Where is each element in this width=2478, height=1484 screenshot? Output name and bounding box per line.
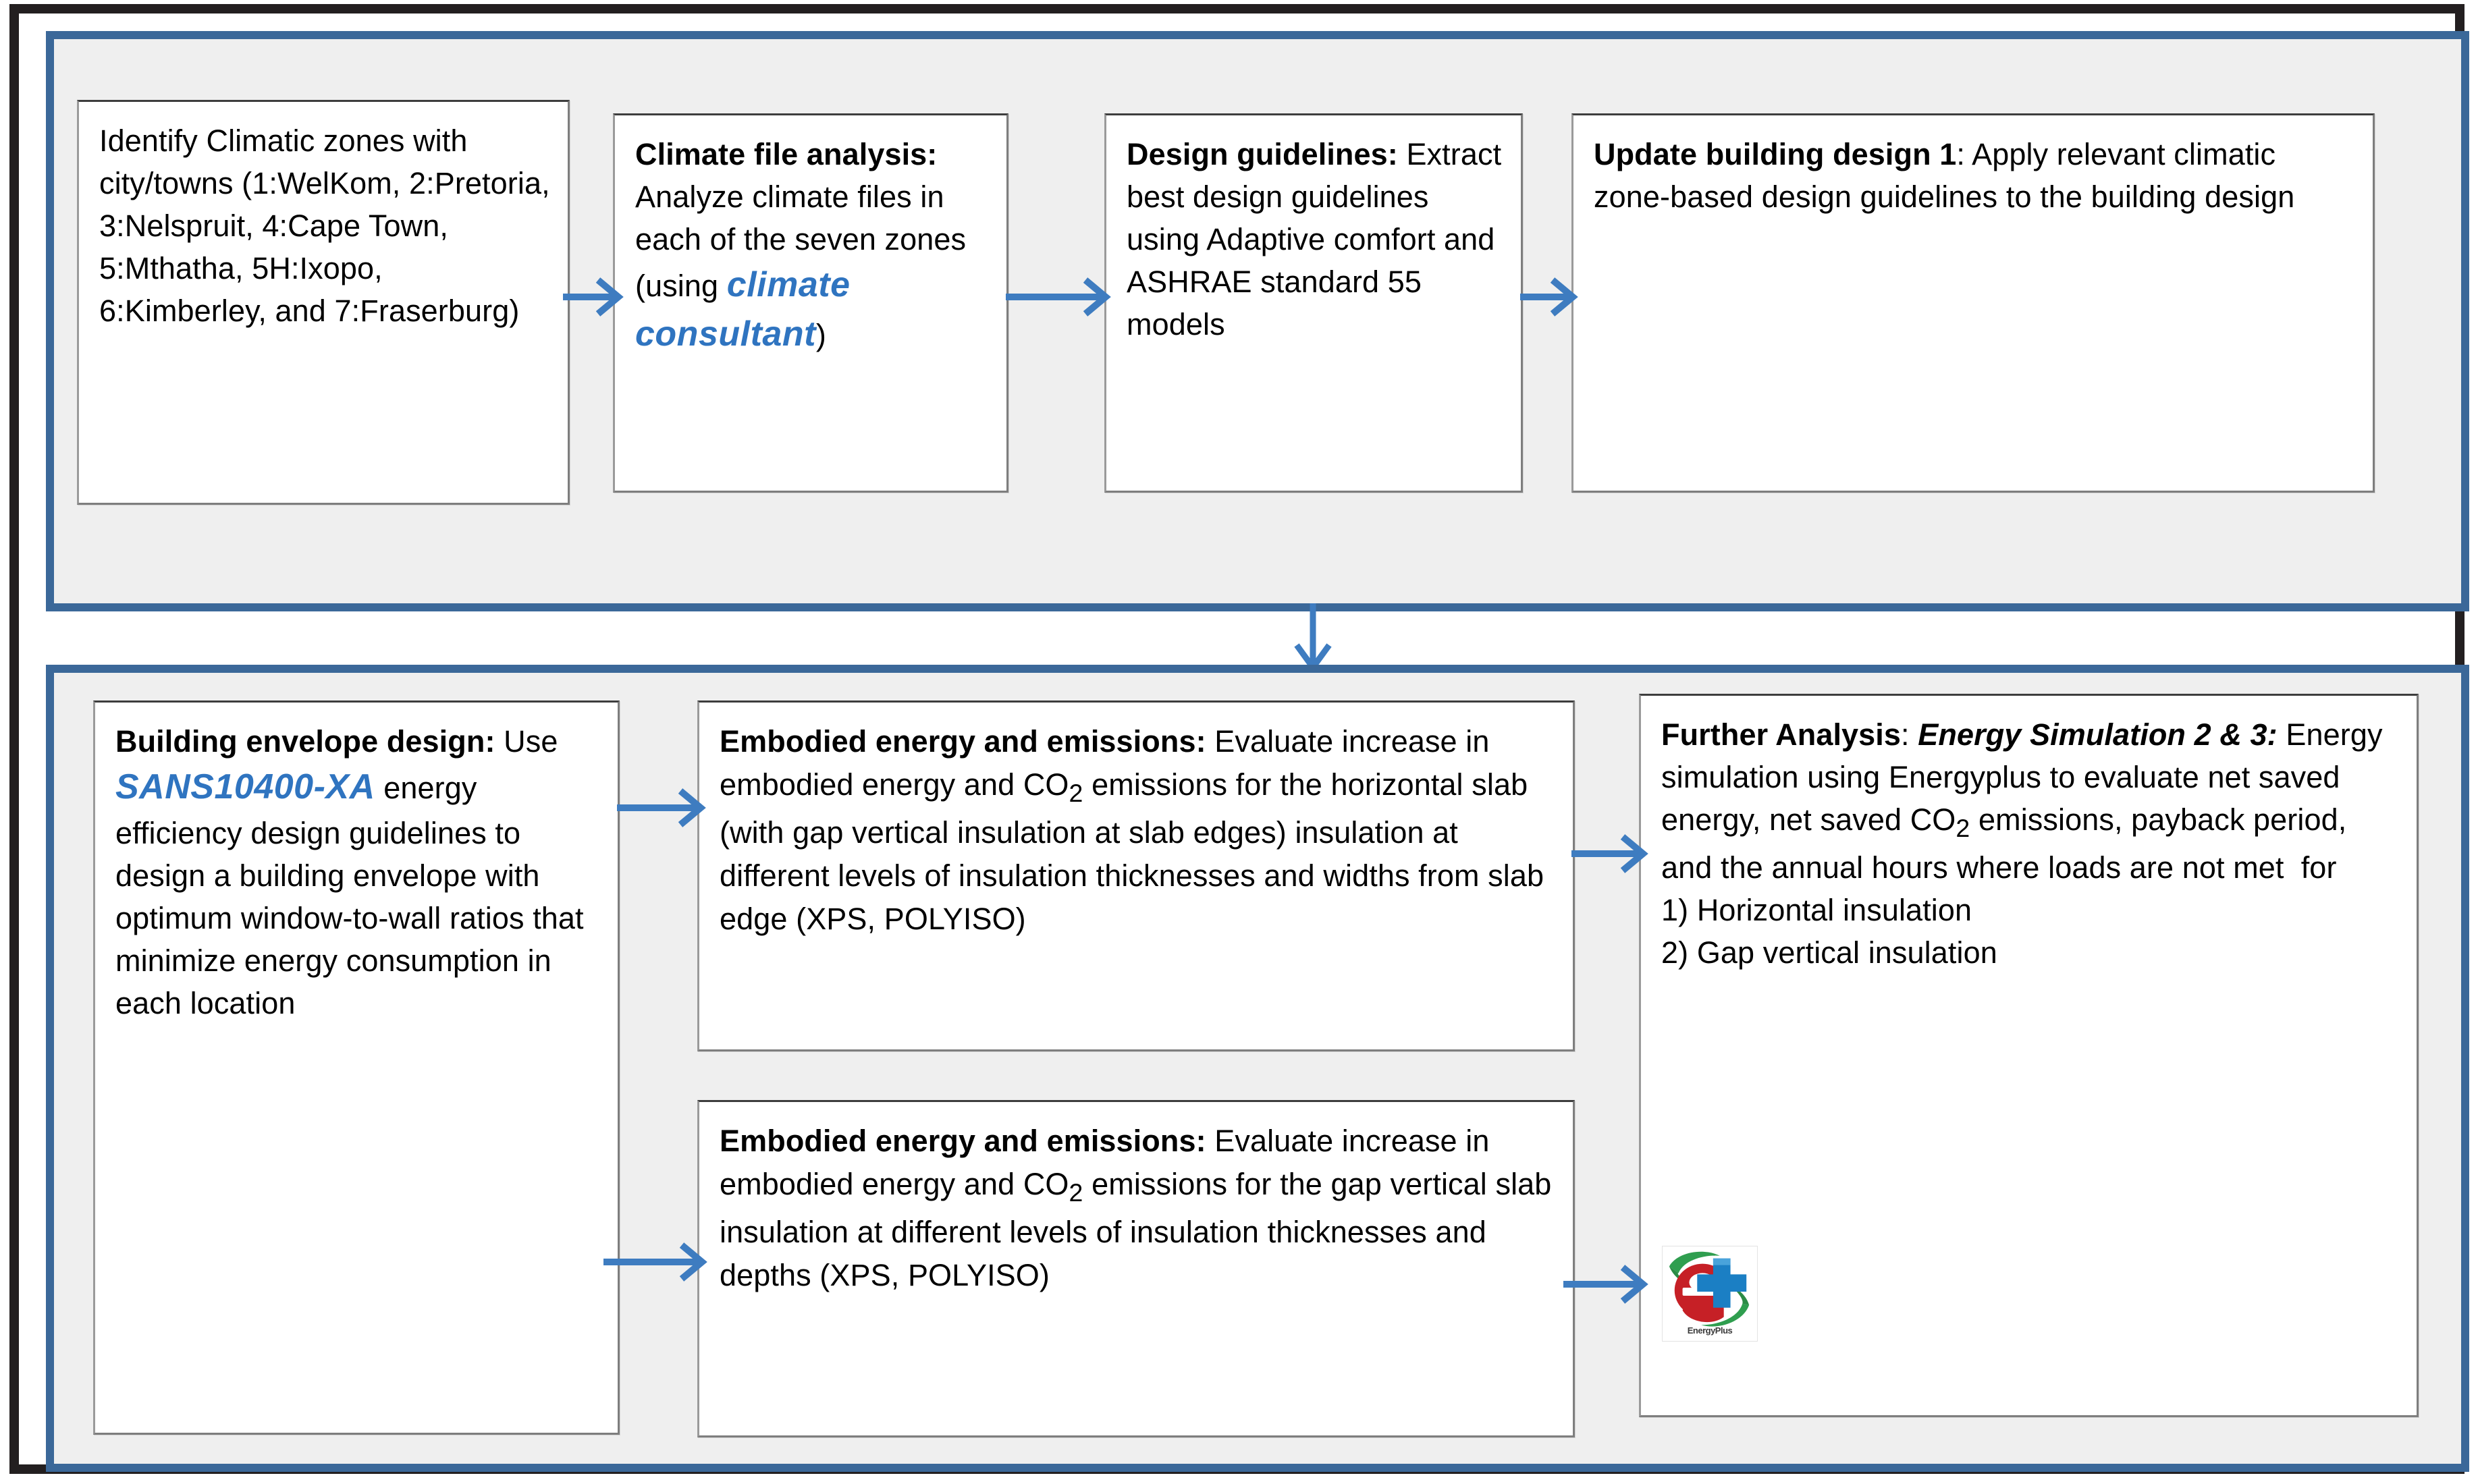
further-analysis-emphasis: Energy Simulation 2 & 3: (1918, 717, 2278, 752)
arrow-guides-to-update (1520, 273, 1578, 321)
climate-file-analysis-tail: ) (815, 317, 826, 352)
arrow-gap-to-further (1563, 1261, 1648, 1308)
embodied-gap-body-a: Evaluate increase in embodied energy and… (720, 1124, 1499, 1201)
box-climate-file-analysis: Climate file analysis: Analyze climate f… (613, 113, 1008, 493)
sans10400xa-brand: SANS10400-XA (115, 767, 375, 806)
box-design-guidelines-text: Design guidelines: Extract best design g… (1106, 115, 1521, 352)
embodied-gap-body-b: emissions for the gap vertical slab insu… (720, 1166, 1561, 1293)
further-analysis-lead: Further Analysis (1661, 717, 1902, 752)
embodied-horizontal-subscript: 2 (1069, 778, 1083, 807)
box-identify-climatic-zones-text: Identify Climatic zones with city/towns … (99, 123, 559, 328)
energyplus-logo-wordmark: EnergyPlus (1687, 1325, 1733, 1336)
embodied-horizontal-body-b: emissions for the horizontal slab (with … (720, 767, 1553, 936)
box-design-guidelines: Design guidelines: Extract best design g… (1104, 113, 1523, 493)
arrow-zones-to-climatefile (563, 273, 624, 321)
embodied-gap-subscript: 2 (1069, 1178, 1083, 1207)
building-envelope-body-pre: Use (495, 724, 567, 759)
embodied-horizontal-body-a: Evaluate increase in embodied energy and… (720, 724, 1499, 802)
climate-consultant-brand: climate consultant (635, 265, 861, 354)
arrow-envelope-to-horizontal (617, 784, 706, 831)
further-analysis-list-item-2: 2) Gap vertical insulation (1661, 935, 1997, 970)
box-building-envelope-design: Building envelope design: Use SANS10400-… (93, 700, 620, 1435)
update-building-design-lead: Update building design 1 (1594, 137, 1957, 171)
embodied-horizontal-lead: Embodied energy and emissions: (720, 724, 1206, 759)
box-embodied-energy-gap-vertical: Embodied energy and emissions: Evaluate … (697, 1100, 1575, 1437)
box-embodied-energy-horizontal: Embodied energy and emissions: Evaluate … (697, 700, 1575, 1051)
box-climate-file-analysis-text: Climate file analysis: Analyze climate f… (615, 115, 1006, 366)
box-further-analysis-text: Further Analysis: Energy Simulation 2 & … (1641, 696, 2417, 981)
arrow-horizontal-to-further (1571, 830, 1648, 877)
arrow-climatefile-to-guides (1006, 273, 1111, 321)
further-analysis-lead-tail: : (1901, 717, 1918, 752)
arrow-envelope-to-gap (603, 1238, 707, 1286)
building-envelope-body-post: energy efficiency design guidelines to d… (115, 771, 593, 1020)
box-update-building-design-text: Update building design 1: Apply relevant… (1573, 115, 2373, 225)
further-analysis-subscript: 2 (1956, 814, 1970, 842)
box-update-building-design: Update building design 1: Apply relevant… (1571, 113, 2375, 493)
climate-file-analysis-body: Analyze climate files in each of the sev… (635, 137, 975, 303)
design-guidelines-lead: Design guidelines: (1127, 137, 1398, 171)
outer-frame: Identify Climatic zones with city/towns … (9, 4, 2469, 1474)
energyplus-logo-icon: EnergyPlus (1662, 1246, 1758, 1342)
further-analysis-body-b: emissions, payback period, and the annua… (1661, 802, 2355, 885)
embodied-gap-lead: Embodied energy and emissions: (720, 1124, 1206, 1158)
box-embodied-energy-horizontal-text: Embodied energy and emissions: Evaluate … (699, 703, 1573, 947)
climate-file-analysis-lead: Climate file analysis: (635, 137, 938, 171)
box-building-envelope-design-text: Building envelope design: Use SANS10400-… (95, 703, 618, 1031)
further-analysis-body-a: Energy simulation using Energyplus to ev… (1661, 717, 2392, 837)
update-building-design-body: : Apply relevant climatic zone-based des… (1594, 137, 2295, 214)
building-envelope-lead: Building envelope design: (115, 724, 495, 759)
design-guidelines-body: Extract best design guidelines using Ada… (1127, 137, 1510, 341)
further-analysis-list-item-1: 1) Horizontal insulation (1661, 892, 1972, 927)
arrow-top-to-bottom-panel (1289, 603, 1337, 673)
box-identify-climatic-zones: Identify Climatic zones with city/towns … (77, 100, 570, 505)
box-embodied-energy-gap-vertical-text: Embodied energy and emissions: Evaluate … (699, 1102, 1573, 1304)
box-further-analysis: Further Analysis: Energy Simulation 2 & … (1639, 694, 2419, 1417)
